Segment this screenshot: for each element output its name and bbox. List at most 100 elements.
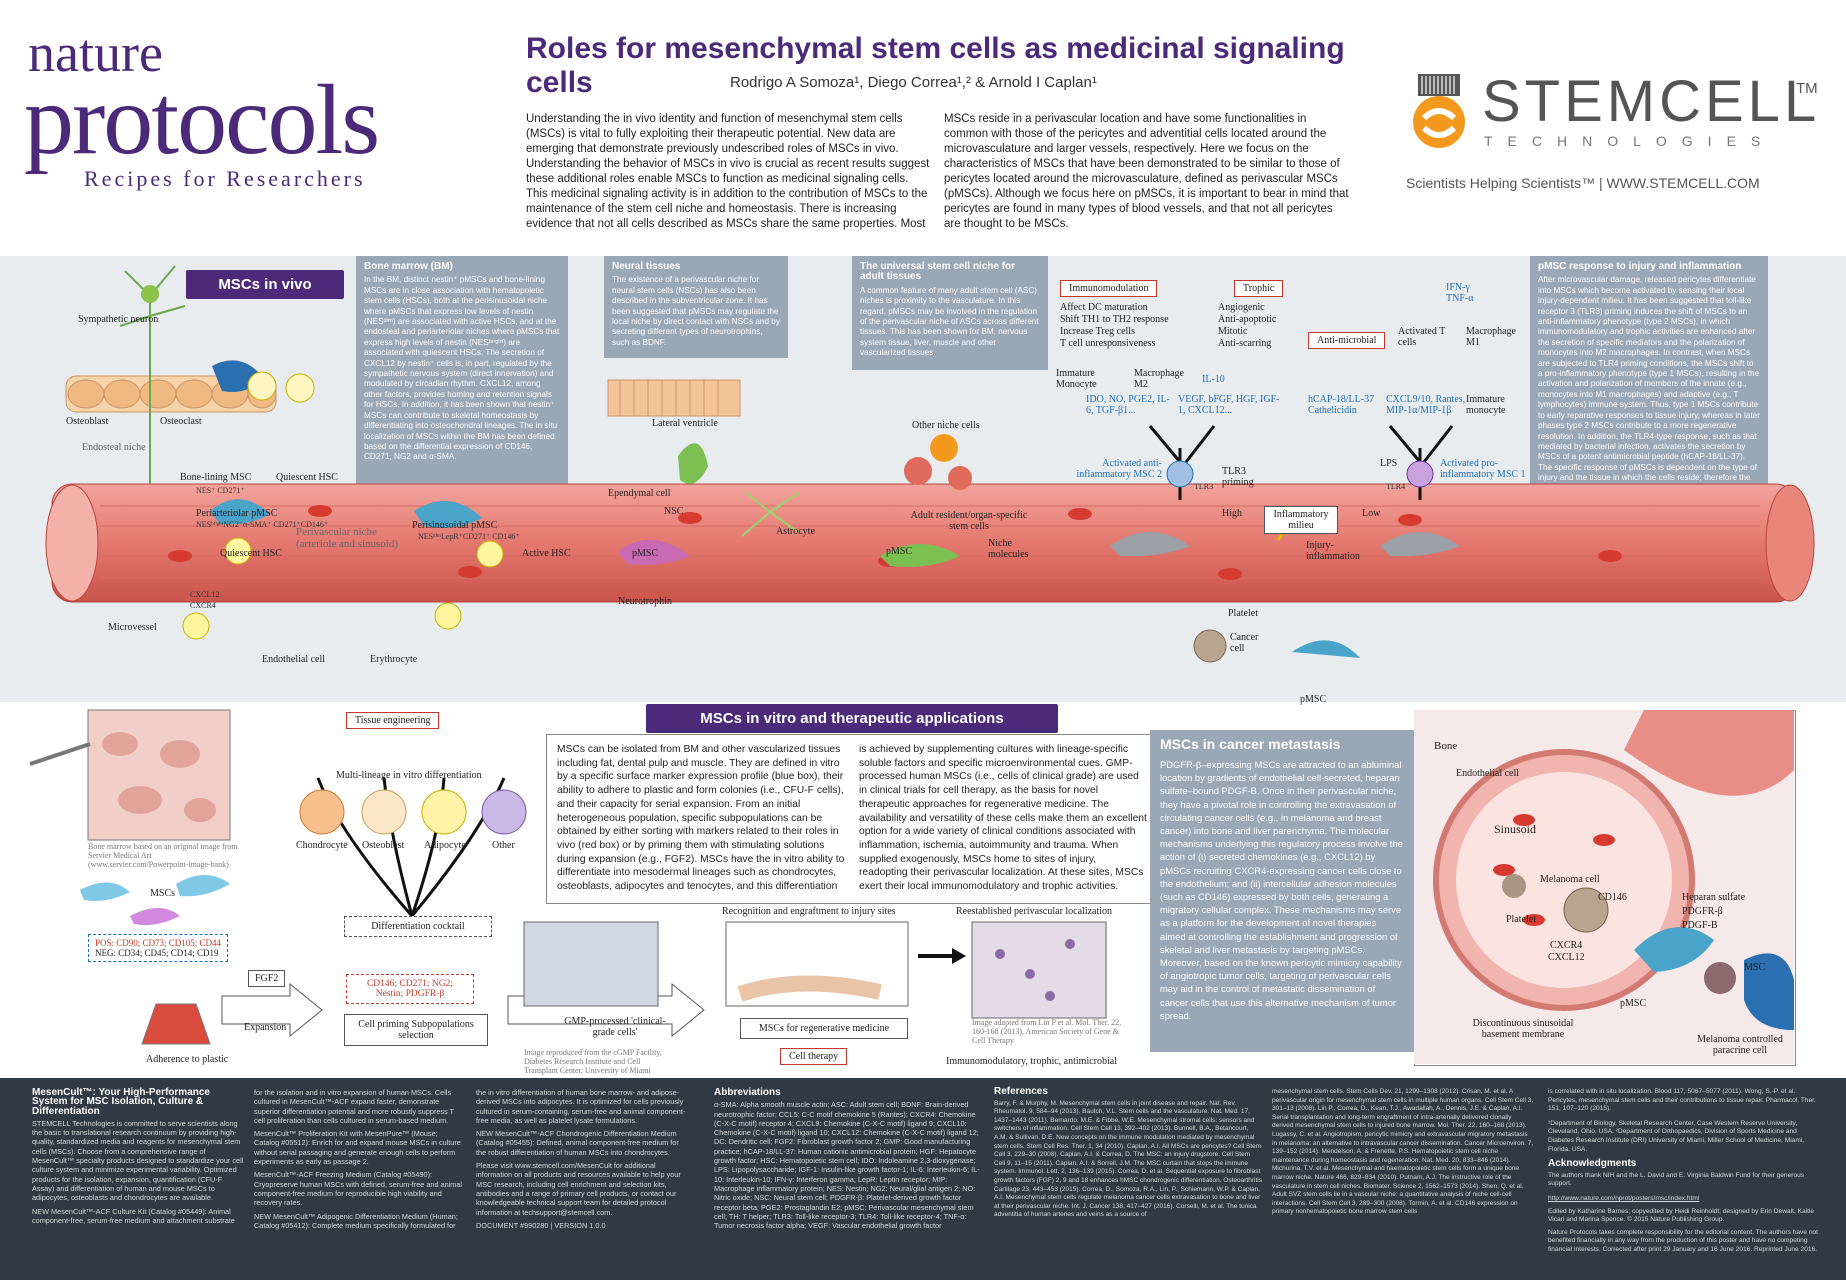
lbl-quiescent-hsc: Quiescent HSC: [220, 548, 282, 559]
lbl-nsc: NSC: [664, 506, 684, 517]
abbrev-text: α-SMA: Alpha smooth muscle actin; ASC: A…: [714, 1100, 980, 1231]
chondrocyte-icon: [299, 789, 345, 835]
lbl-perisinusoidal-markers: NESᵈⁱᵐLepR⁺CD271⁺ CD146⁺: [418, 532, 520, 541]
msc-cancer-panel-shape: [1744, 953, 1794, 1030]
lbl-injury-inflammation: Injury-inflammation: [1306, 540, 1360, 562]
callout-bone-marrow-text: In the BM, distinct nestin⁺ pMSCs and bo…: [364, 275, 560, 462]
expansion-arrow: [221, 982, 323, 1038]
in-vivo-pill: MSCs in vivo: [186, 270, 344, 299]
footer-col-mesencult: MesenCult™: Your High-Performance System…: [32, 1088, 244, 1225]
melanoma-cell-shape: [1563, 887, 1609, 933]
lbl-endothelial-cancer: Endothelial cell: [1456, 768, 1520, 779]
lbl-activated-anti: Activated anti-inflammatory MSC 2: [1076, 458, 1162, 480]
lbl-neurotrophin: Neurotrophin: [618, 596, 672, 607]
refs-title: References: [994, 1086, 1048, 1097]
lbl-tlr4: TLR4: [1386, 482, 1406, 491]
lbl-immuno-trophic: Immunomodulatory, trophic, antimicrobial: [946, 1056, 1117, 1067]
ack-text: The authors thank NIH and the L. David a…: [1548, 1171, 1805, 1188]
lbl-perisinusoidal: Perisinusoidal pMSC: [412, 520, 498, 531]
fgf2-box: FGF2: [248, 970, 286, 987]
callout-universal-text: A common feature of many adult stem cell…: [860, 285, 1039, 358]
lbl-cancer-cell: Cancer cell: [1230, 632, 1259, 654]
mesencult-acf: NEW MesenCult™-ACF Culture Kit (Catalog …: [32, 1206, 235, 1225]
lbl-cxcl9: CXCL9/10, Rantes, MIP-1α/MIP-1β: [1386, 394, 1466, 416]
col7-url[interactable]: http://www.nature.com/nprot/posters/msc/…: [1548, 1194, 1700, 1202]
callout-universal-title: The universal stem cell niche for adult …: [860, 261, 1016, 283]
lbl-chondrocyte: Chondrocyte: [296, 840, 348, 851]
lbl-endothelial-cell: Endothelial cell: [262, 654, 326, 665]
culture-flask-icon: [141, 1003, 211, 1045]
trophic-list: Angiogenic Anti-apoptotic Mitotic Anti-s…: [1218, 302, 1277, 349]
pmsc-neural-shape: [618, 539, 690, 565]
lbl-pmsc3: pMSC: [1300, 694, 1327, 705]
protocols-logo-text: protocols: [24, 64, 380, 175]
lbl-tlr3: TLR3: [1194, 482, 1214, 491]
pos-markers: POS: CD90; CD73; CD105; CD44: [95, 938, 222, 948]
lbl-osteoclast: Osteoclast: [160, 416, 202, 427]
nature-logo-text: nature: [28, 23, 163, 83]
lbl-other: Other: [492, 840, 515, 851]
immuno-list: Affect DC maturation Shift TH1 to TH2 re…: [1060, 302, 1169, 349]
lbl-immature-monocyte2: Immature monocyte: [1466, 394, 1506, 416]
mesencult-text: STEMCELL Technologies is committed to se…: [32, 1118, 244, 1203]
footer: MesenCult™: Your High-Performance System…: [0, 1078, 1846, 1280]
col7-text: is correlated with in situ localization.…: [1548, 1088, 1816, 1113]
lbl-immature-monocyte: Immature Monocyte: [1056, 368, 1097, 390]
col7-credit: Edited by Katharine Barnes; copyedited b…: [1548, 1207, 1815, 1224]
cell-therapy-box: Cell therapy: [780, 1048, 848, 1065]
footer-refs: References Barry, F. & Murphy, M. Mesenc…: [994, 1086, 1262, 1220]
lbl-osteoblast-vitro: Osteoblast: [362, 840, 405, 851]
lbl-expansion: Expansion: [244, 1022, 287, 1033]
other-niche-cell: [930, 434, 958, 462]
lbl-adipocyte: Adipocyte: [424, 840, 466, 851]
callout-injury-title: pMSC response to injury and inflammation: [1538, 261, 1742, 272]
in-vitro-illustration: [29, 709, 1107, 1045]
in-vitro-textbox: MSCs can be isolated from BM and other v…: [546, 734, 1158, 904]
neuron-body: [141, 285, 159, 303]
reestablished-image: [971, 921, 1107, 1019]
lbl-platelet-cancer: Platelet: [1506, 914, 1536, 925]
abbrev-title: Abbreviations: [714, 1087, 781, 1098]
lbl-periarteriolar: Periarteriolar pMSC: [196, 508, 278, 519]
osteoblast-icon: [361, 789, 407, 835]
bone-marrow-image: [87, 709, 231, 841]
lbl-macrophage-m2: Macrophage M2: [1134, 368, 1184, 390]
col2-text: for the isolation and in vitro expansion…: [254, 1088, 454, 1125]
syringe-icon: [29, 742, 91, 766]
authors-line: Rodrigo A Somoza¹, Diego Correa¹,² & Arn…: [730, 74, 1097, 91]
pmsc-cancer-panel-shape: [1634, 927, 1714, 972]
erythrocytes: [168, 505, 1622, 580]
poster-title: Roles for mesenchymal stem cells as medi…: [526, 32, 1345, 99]
lbl-sympathetic-neuron: Sympathetic neuron: [78, 314, 159, 325]
vessel-opening: [45, 484, 99, 602]
cancer-cell-shape: [1193, 629, 1227, 663]
pmsc-universal-shape: [880, 544, 960, 567]
lbl-active-hsc: Active HSC: [522, 548, 571, 559]
activated-msc2-shape: [1166, 460, 1194, 488]
footer-col-2: for the isolation and in vitro expansion…: [254, 1088, 464, 1230]
mesencult-title: MesenCult™: Your High-Performance System…: [32, 1087, 210, 1117]
lbl-erythrocyte: Erythrocyte: [370, 654, 418, 665]
lbl-cxcl12-cancer: CXCL12: [1548, 952, 1585, 963]
callout-bone-marrow: Bone marrow (BM) In the BM, distinct nes…: [356, 256, 568, 508]
intro-right: MSCs reside in a perivascular location a…: [944, 113, 1349, 230]
lbl-il10: IL-10: [1202, 374, 1225, 385]
tissue-engineering-box: Tissue engineering: [346, 712, 440, 729]
trophic-box: Trophic: [1234, 280, 1284, 297]
cell-priming-box: Cell priming Subpopulations selection: [344, 1014, 488, 1046]
adipocyte-icon: [421, 789, 467, 835]
in-vivo-illustration: [45, 265, 1815, 663]
cd-markers-box: CD146; CD271; NG2; Nestin; PDGFR-β: [346, 974, 474, 1004]
astrocyte-icon: [741, 491, 801, 537]
col3-doc: DOCUMENT #990280 | VERSION 1.0.0: [476, 1220, 606, 1230]
image-credit: Image adapted from Lin P et al. Mol. The…: [972, 1018, 1122, 1045]
lbl-ifn: IFN-γ TNF-α: [1446, 282, 1474, 304]
cancer-title: MSCs in cancer metastasis: [1160, 736, 1341, 752]
lbl-pmsc-cancer: pMSC: [1620, 998, 1647, 1009]
lbl-activated-pro: Activated pro-inflammatory MSC 1: [1440, 458, 1526, 480]
other-icon: [481, 789, 527, 835]
quiescent-hsc-top-shape: [247, 371, 277, 401]
periarteriolar-pmsc-shape: [210, 499, 270, 525]
lbl-pdgfb: PDGF-B: [1682, 920, 1718, 931]
in-vitro-pill: MSCs in vitro and therapeutic applicatio…: [646, 704, 1058, 733]
